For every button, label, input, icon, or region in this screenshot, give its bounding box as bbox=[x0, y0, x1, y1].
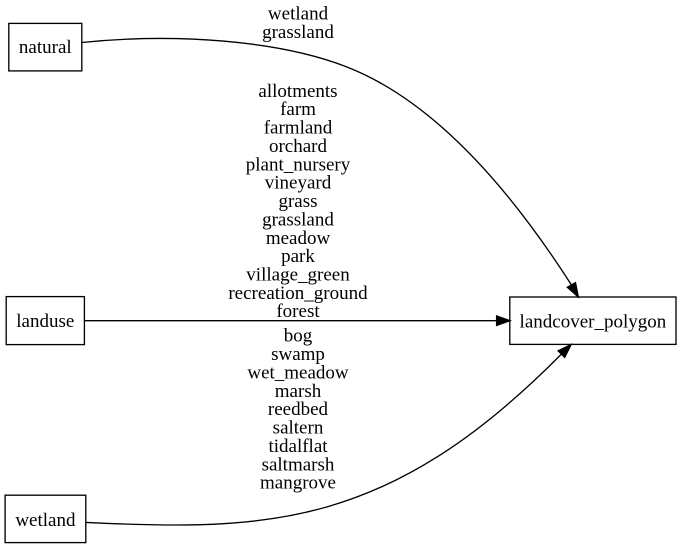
svg-text:wet_meadow: wet_meadow bbox=[247, 362, 349, 383]
svg-text:meadow: meadow bbox=[266, 228, 331, 249]
svg-text:swamp: swamp bbox=[271, 344, 325, 365]
svg-text:recreation_ground: recreation_ground bbox=[228, 283, 368, 304]
svg-text:marsh: marsh bbox=[275, 381, 322, 402]
svg-text:forest: forest bbox=[276, 301, 320, 322]
svg-text:plant_nursery: plant_nursery bbox=[246, 154, 351, 175]
svg-text:park: park bbox=[281, 246, 315, 267]
svg-text:grass: grass bbox=[278, 191, 317, 212]
svg-text:saltmarsh: saltmarsh bbox=[262, 454, 335, 475]
svg-text:vineyard: vineyard bbox=[265, 173, 332, 194]
svg-text:saltern: saltern bbox=[273, 418, 324, 439]
svg-text:wetland: wetland bbox=[268, 4, 329, 25]
svg-text:natural: natural bbox=[19, 37, 72, 58]
svg-text:farm: farm bbox=[280, 99, 316, 120]
svg-text:reedbed: reedbed bbox=[268, 399, 329, 420]
svg-text:village_green: village_green bbox=[246, 265, 350, 286]
svg-text:mangrove: mangrove bbox=[260, 473, 336, 494]
svg-text:wetland: wetland bbox=[15, 510, 76, 531]
svg-text:bog: bog bbox=[284, 326, 313, 347]
svg-text:landuse: landuse bbox=[16, 311, 74, 332]
svg-text:tidalflat: tidalflat bbox=[268, 436, 328, 457]
svg-text:allotments: allotments bbox=[258, 81, 337, 102]
svg-text:landcover_polygon: landcover_polygon bbox=[520, 311, 667, 332]
svg-text:farmland: farmland bbox=[264, 118, 333, 139]
svg-text:grassland: grassland bbox=[262, 209, 334, 230]
svg-text:orchard: orchard bbox=[269, 136, 328, 157]
svg-text:grassland: grassland bbox=[262, 22, 334, 43]
